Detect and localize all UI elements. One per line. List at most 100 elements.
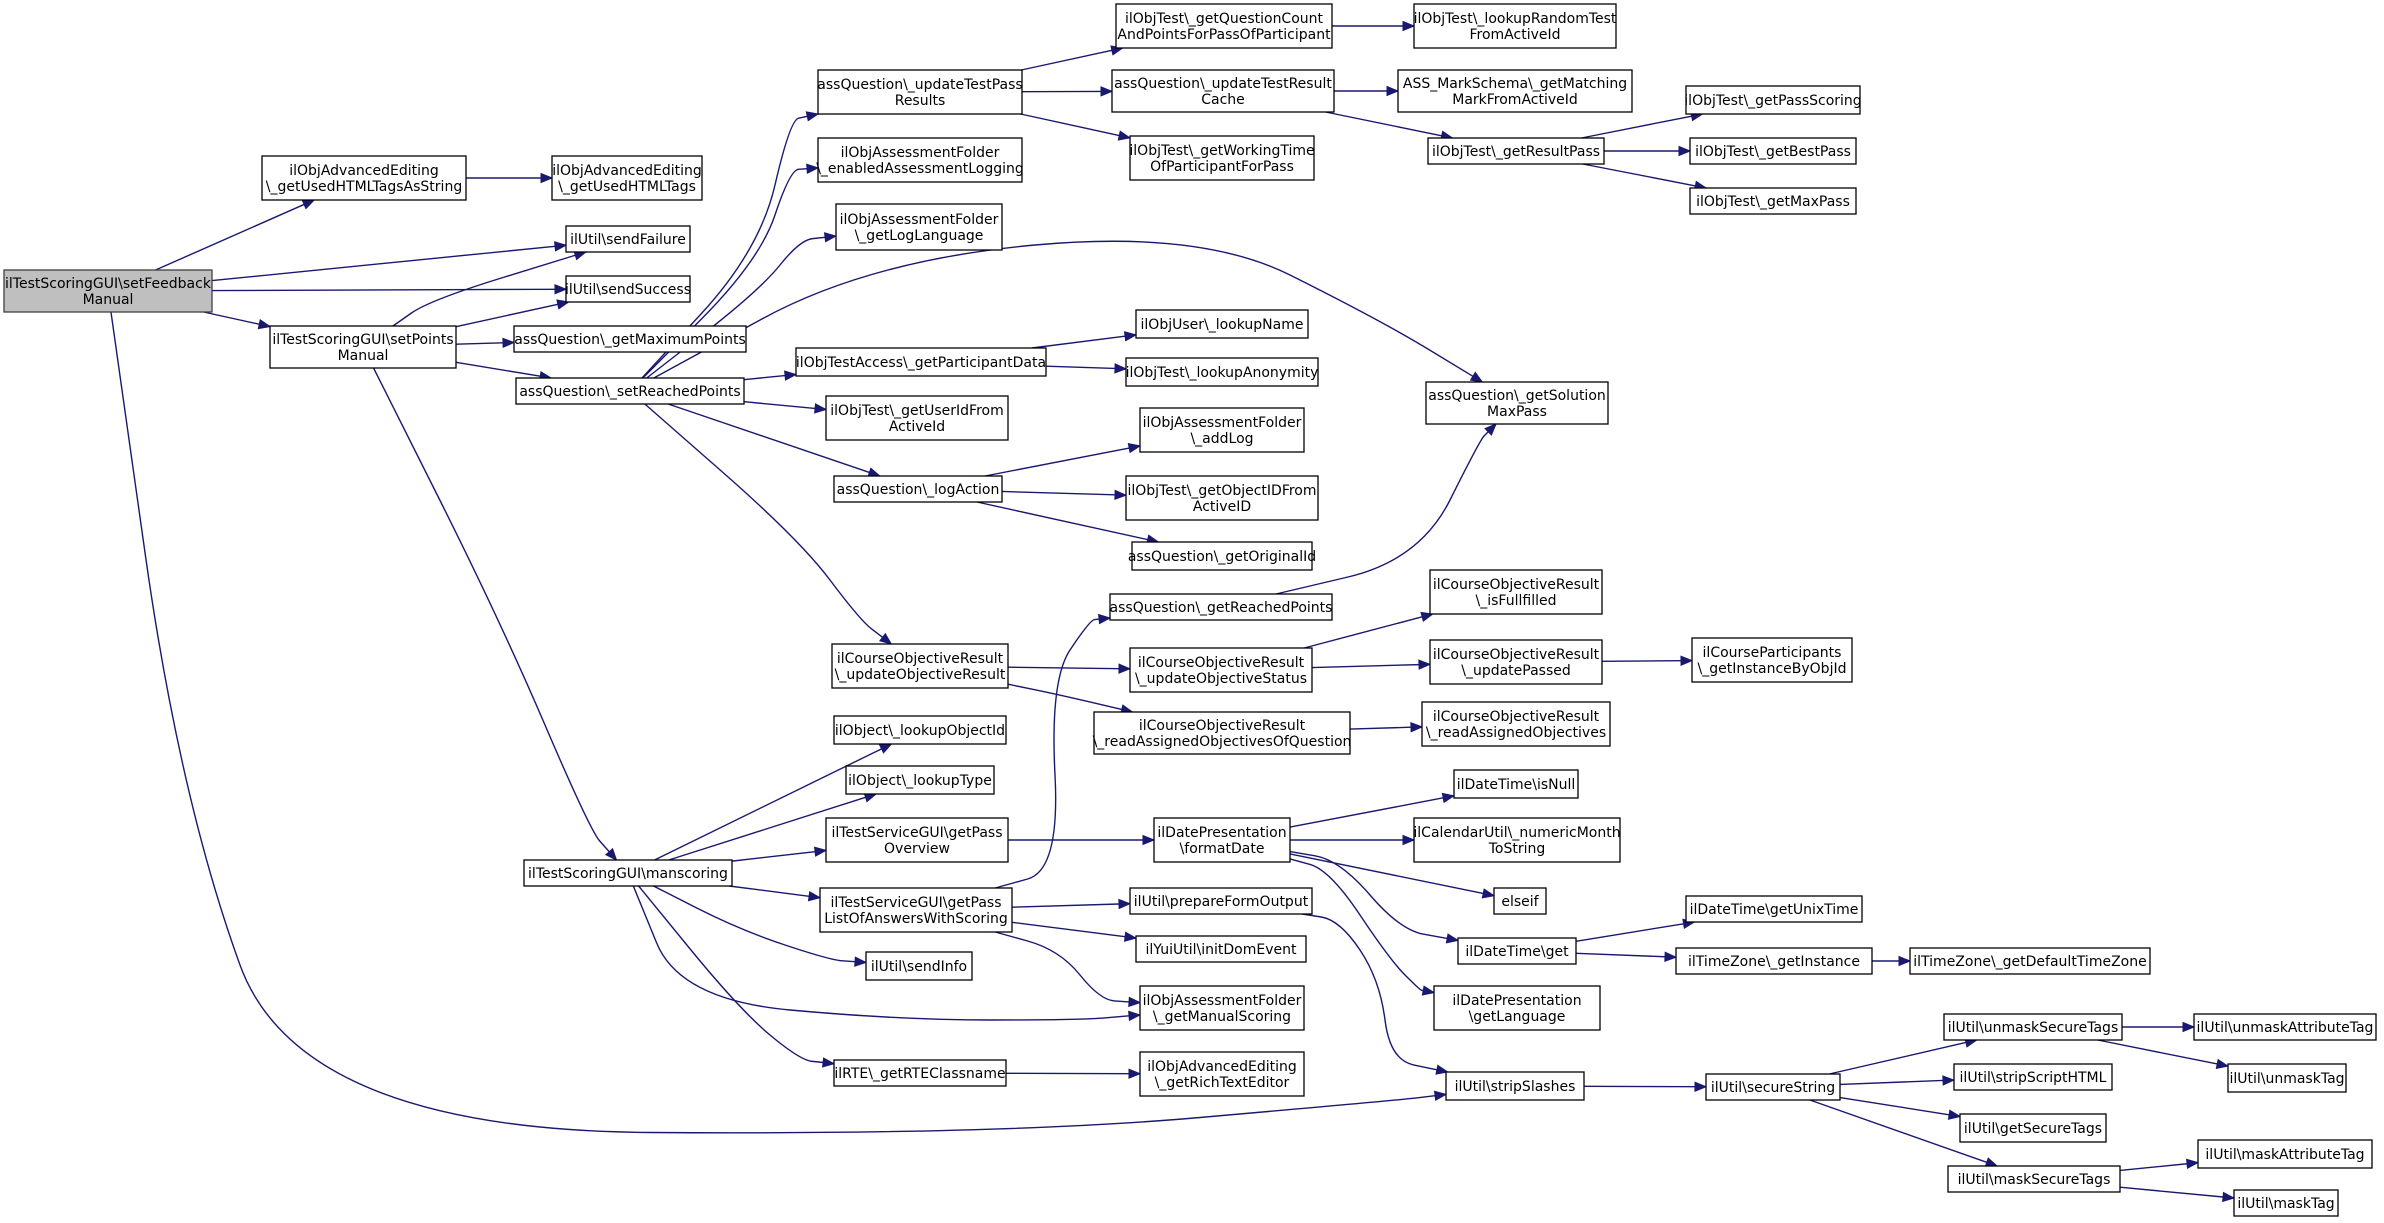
function-node-n21[interactable]: ilRTE\_getRTEClassname <box>833 1059 1007 1087</box>
node-box[interactable] <box>1425 381 1609 425</box>
function-node-n42[interactable]: ilCourseObjectiveResult\_isFullfilled <box>1429 569 1603 615</box>
function-node-n49[interactable]: ilDatePresentation\getLanguage <box>1433 985 1601 1031</box>
node-box[interactable] <box>1135 935 1307 963</box>
node-box[interactable] <box>1413 3 1617 49</box>
function-node-n35[interactable]: ilYuiUtil\initDomEvent <box>1135 935 1307 963</box>
function-node-n19[interactable]: ilTestServiceGUI\getPassListOfAnswersWit… <box>819 887 1013 933</box>
node-box[interactable] <box>817 137 1023 183</box>
node-box[interactable] <box>865 951 973 981</box>
node-box[interactable] <box>833 715 1007 745</box>
node-box[interactable] <box>269 325 457 369</box>
function-node-n13[interactable]: assQuestion\_logAction <box>833 475 1003 503</box>
node-box[interactable] <box>2233 1189 2339 1217</box>
node-box[interactable] <box>1397 69 1633 113</box>
node-box[interactable] <box>833 475 1003 503</box>
function-node-n26[interactable]: ilObjTest\_lookupAnonymity <box>1125 357 1319 387</box>
node-box[interactable] <box>1433 985 1601 1031</box>
node-box[interactable] <box>2193 1013 2377 1041</box>
function-node-n65[interactable]: ilUtil\maskAttributeTag <box>2197 1139 2373 1169</box>
node-box[interactable] <box>1689 137 1857 165</box>
function-node-n64[interactable]: ilUtil\maskSecureTags <box>1947 1165 2121 1193</box>
node-box[interactable] <box>795 347 1047 377</box>
function-node-n16[interactable]: ilObject\_lookupType <box>845 765 995 795</box>
node-box[interactable] <box>1421 701 1611 747</box>
node-box[interactable] <box>831 643 1009 689</box>
function-node-n39[interactable]: ASS_MarkSchema\_getMatchingMarkFromActiv… <box>1397 69 1633 113</box>
node-box[interactable] <box>1135 309 1309 339</box>
function-node-n15[interactable]: ilObject\_lookupObjectId <box>833 715 1007 745</box>
function-node-n62[interactable]: ilUtil\stripScriptHTML <box>1953 1063 2113 1091</box>
function-node-n40[interactable]: ilObjTest\_getResultPass <box>1427 137 1605 165</box>
node-box[interactable] <box>1685 85 1861 115</box>
node-box[interactable] <box>1457 937 1577 965</box>
function-node-n60[interactable]: ilUtil\unmaskAttributeTag <box>2193 1013 2377 1041</box>
node-box[interactable] <box>1689 187 1857 215</box>
node-box[interactable] <box>1131 541 1313 571</box>
node-box[interactable] <box>1675 947 1873 975</box>
node-box[interactable] <box>817 69 1023 115</box>
function-node-n48[interactable]: ilDateTime\get <box>1457 937 1577 965</box>
node-box[interactable] <box>1139 985 1305 1031</box>
node-box[interactable] <box>1705 1073 1841 1101</box>
node-box[interactable] <box>1493 887 1547 915</box>
node-box[interactable] <box>1453 769 1579 799</box>
node-box[interactable] <box>2197 1139 2373 1169</box>
node-box[interactable] <box>513 325 747 353</box>
function-node-n3[interactable]: ilUtil\sendFailure <box>565 225 691 253</box>
node-box[interactable] <box>1427 137 1605 165</box>
node-box[interactable] <box>1943 1013 2123 1041</box>
node-box[interactable] <box>1093 711 1351 755</box>
node-box[interactable] <box>515 377 745 405</box>
node-box[interactable] <box>1429 639 1603 685</box>
function-node-n34[interactable]: ilUtil\prepareFormOutput <box>1129 887 1313 915</box>
function-node-n30[interactable]: assQuestion\_getReachedPoints <box>1109 593 1333 621</box>
root-node-box[interactable] <box>3 269 213 313</box>
node-box[interactable] <box>565 275 691 303</box>
function-node-n9[interactable]: ilObjAssessmentFolder\_enabledAssessment… <box>816 137 1024 183</box>
node-box[interactable] <box>1109 593 1333 621</box>
function-node-n1[interactable]: ilObjAdvancedEditing\_getUsedHTMLTagsAsS… <box>261 155 467 201</box>
function-node-n59[interactable]: ilUtil\unmaskSecureTags <box>1943 1013 2123 1041</box>
node-box[interactable] <box>825 395 1009 441</box>
node-box[interactable] <box>1125 357 1319 387</box>
node-box[interactable] <box>1129 135 1315 181</box>
node-box[interactable] <box>1139 1051 1305 1097</box>
node-box[interactable] <box>835 203 1003 251</box>
function-node-n37[interactable]: ilObjAdvancedEditing\_getRichTextEditor <box>1139 1051 1305 1097</box>
function-node-n66[interactable]: ilUtil\maskTag <box>2233 1189 2339 1217</box>
function-node-n14[interactable]: ilCourseObjectiveResult\_updateObjective… <box>831 643 1009 689</box>
function-node-n53[interactable]: ilObjTest\_getMaxPass <box>1689 187 1857 215</box>
node-box[interactable] <box>523 859 733 887</box>
function-node-n45[interactable]: ilDateTime\isNull <box>1453 769 1579 799</box>
function-node-n51[interactable]: ilObjTest\_getPassScoring <box>1684 85 1862 115</box>
function-node-n20[interactable]: ilUtil\sendInfo <box>865 951 973 981</box>
function-node-n54[interactable]: ilCourseParticipants\_getInstanceByObjId <box>1691 637 1853 683</box>
function-node-n11[interactable]: ilObjTestAccess\_getParticipantData <box>795 347 1047 377</box>
function-node-n18[interactable]: ilTestScoringGUI\manscoring <box>523 859 733 887</box>
node-box[interactable] <box>261 155 467 201</box>
function-node-n32[interactable]: ilCourseObjectiveResult\_readAssignedObj… <box>1093 711 1352 755</box>
node-box[interactable] <box>845 765 995 795</box>
node-box[interactable] <box>1429 569 1603 615</box>
function-node-n25[interactable]: ilObjUser\_lookupName <box>1135 309 1309 339</box>
node-box[interactable] <box>1139 407 1305 453</box>
node-box[interactable] <box>1445 1071 1585 1101</box>
node-box[interactable] <box>1685 895 1863 923</box>
node-box[interactable] <box>833 1059 1007 1087</box>
node-box[interactable] <box>1129 647 1313 693</box>
node-box[interactable] <box>1691 637 1853 683</box>
node-box[interactable] <box>1947 1165 2121 1193</box>
function-node-n56[interactable]: ilTimeZone\_getInstance <box>1675 947 1873 975</box>
node-box[interactable] <box>551 155 703 201</box>
function-node-n58[interactable]: ilUtil\secureString <box>1705 1073 1841 1101</box>
node-box[interactable] <box>819 887 1013 933</box>
function-node-n29[interactable]: assQuestion\_getOriginalId <box>1128 541 1316 571</box>
